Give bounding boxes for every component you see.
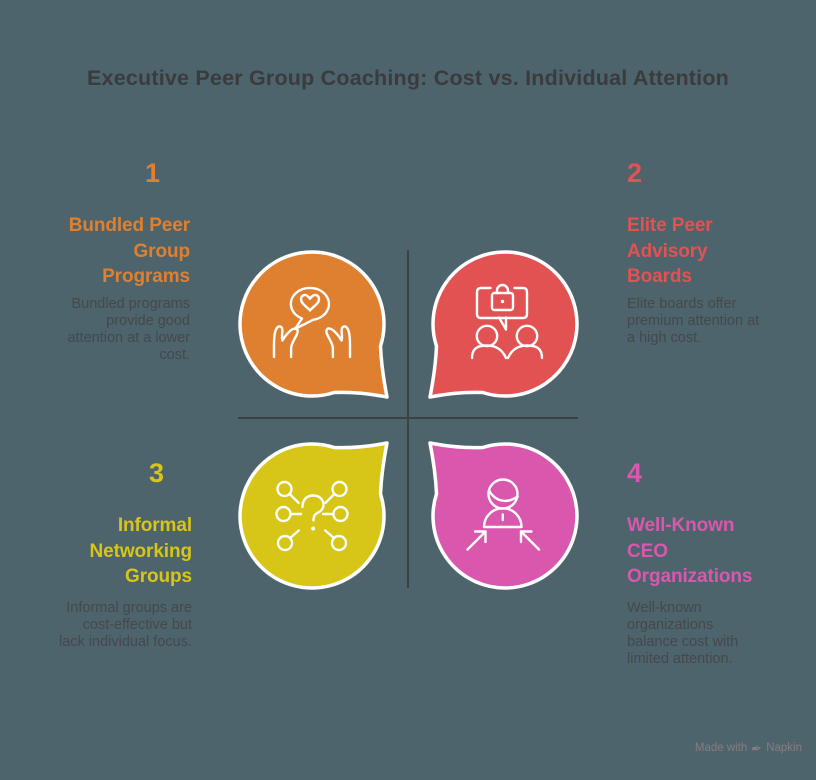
page-title: Executive Peer Group Coaching: Cost vs. … <box>87 66 729 91</box>
quadrant-3-number: 3 <box>148 458 164 488</box>
bubble-ceo-organizations <box>428 441 579 590</box>
team-lock-icon <box>470 283 544 360</box>
quadrant-4-text: 4 Well-Known CEO Organizations Well-know… <box>627 459 802 669</box>
vertical-axis-line <box>407 250 409 588</box>
quadrant-2-text: 2 Elite Peer Advisory Boards Elite board… <box>627 159 802 347</box>
network-question-icon <box>275 480 349 552</box>
quadrant-1-description: Bundled programs provide good attention … <box>67 295 190 364</box>
bubble-bundled-peer-group <box>238 250 389 399</box>
bubble-1-shape <box>238 250 389 399</box>
watermark-brand: Napkin <box>766 742 802 754</box>
quadrant-2-description: Elite boards offer premium attention at … <box>627 295 760 347</box>
bubble-informal-networking <box>238 441 389 590</box>
hands-heart-icon <box>272 286 352 359</box>
watermark-prefix: Made with <box>694 742 748 754</box>
quadrant-3-description: Informal groups are cost-effective but l… <box>59 599 192 651</box>
quadrant-2-heading: Elite Peer Advisory Boards <box>627 215 713 287</box>
person-focus-icon <box>466 478 541 551</box>
quadrant-4-description: Well-known organizations balance cost wi… <box>627 599 739 668</box>
quadrant-1-text: 1 Bundled Peer Group Programs Bundled pr… <box>40 159 190 365</box>
quadrant-3-text: 3 Informal Networking Groups Informal gr… <box>38 459 192 651</box>
quadrant-1-number: 1 <box>144 158 160 188</box>
quadrant-3-heading: Informal Networking Groups <box>89 515 193 587</box>
quadrant-4-heading: Well-Known CEO Organizations <box>627 515 753 587</box>
bubble-elite-peer-boards <box>428 250 579 399</box>
pen-nib-icon: ✒ <box>750 739 764 757</box>
napkin-watermark[interactable]: Made with ✒ Napkin <box>694 739 802 757</box>
horizontal-axis-line <box>238 417 578 419</box>
quadrant-4-number: 4 <box>627 458 643 488</box>
quadrant-2-number: 2 <box>627 158 643 188</box>
quadrant-1-heading: Bundled Peer Group Programs <box>68 215 190 287</box>
